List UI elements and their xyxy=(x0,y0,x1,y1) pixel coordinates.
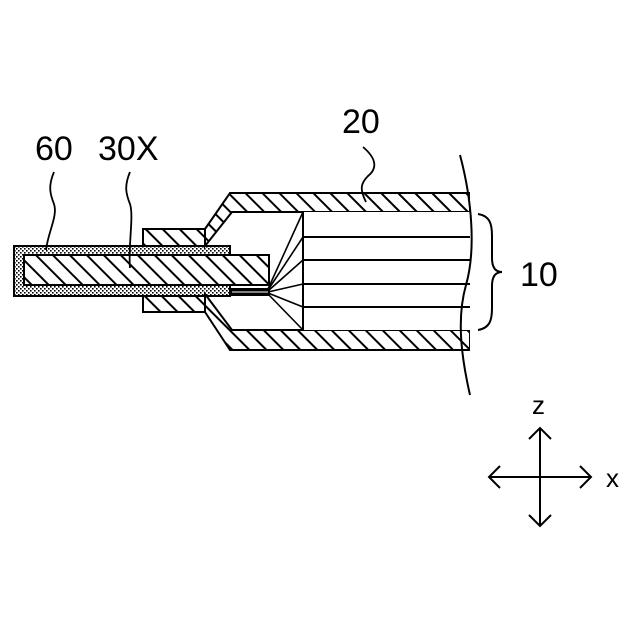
label-20: 20 xyxy=(342,103,380,141)
axis-cross xyxy=(489,428,591,526)
tab-lead-30X xyxy=(24,255,269,285)
leader-60 xyxy=(46,172,55,250)
axis-label-z: z xyxy=(532,390,545,420)
label-60: 60 xyxy=(35,130,73,168)
axis-label-x: x xyxy=(606,463,619,493)
stack-brace xyxy=(478,214,502,330)
label-10: 10 xyxy=(520,256,558,294)
label-30X: 30X xyxy=(98,130,159,168)
lower-sealant-block xyxy=(143,296,205,312)
upper-sealant-block xyxy=(143,229,205,246)
electrode-stack-10 xyxy=(303,212,470,330)
collector-tabs xyxy=(268,212,303,330)
